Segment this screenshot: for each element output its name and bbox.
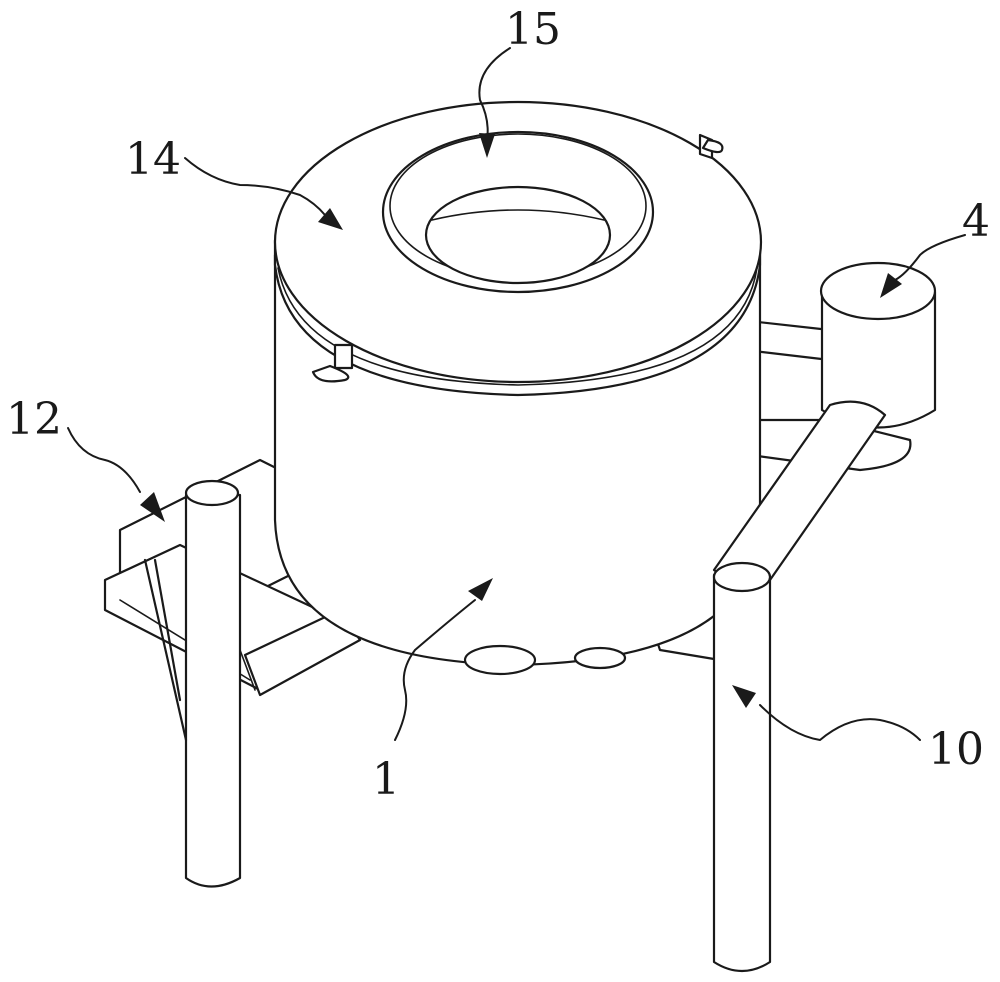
callout-14: 14 (125, 138, 181, 182)
callout-15: 15 (505, 8, 561, 52)
callout-1: 1 (372, 758, 400, 802)
callout-12: 12 (6, 398, 62, 442)
callout-4: 4 (962, 200, 990, 244)
inlet-ring (383, 132, 653, 292)
callout-10: 10 (928, 728, 984, 772)
